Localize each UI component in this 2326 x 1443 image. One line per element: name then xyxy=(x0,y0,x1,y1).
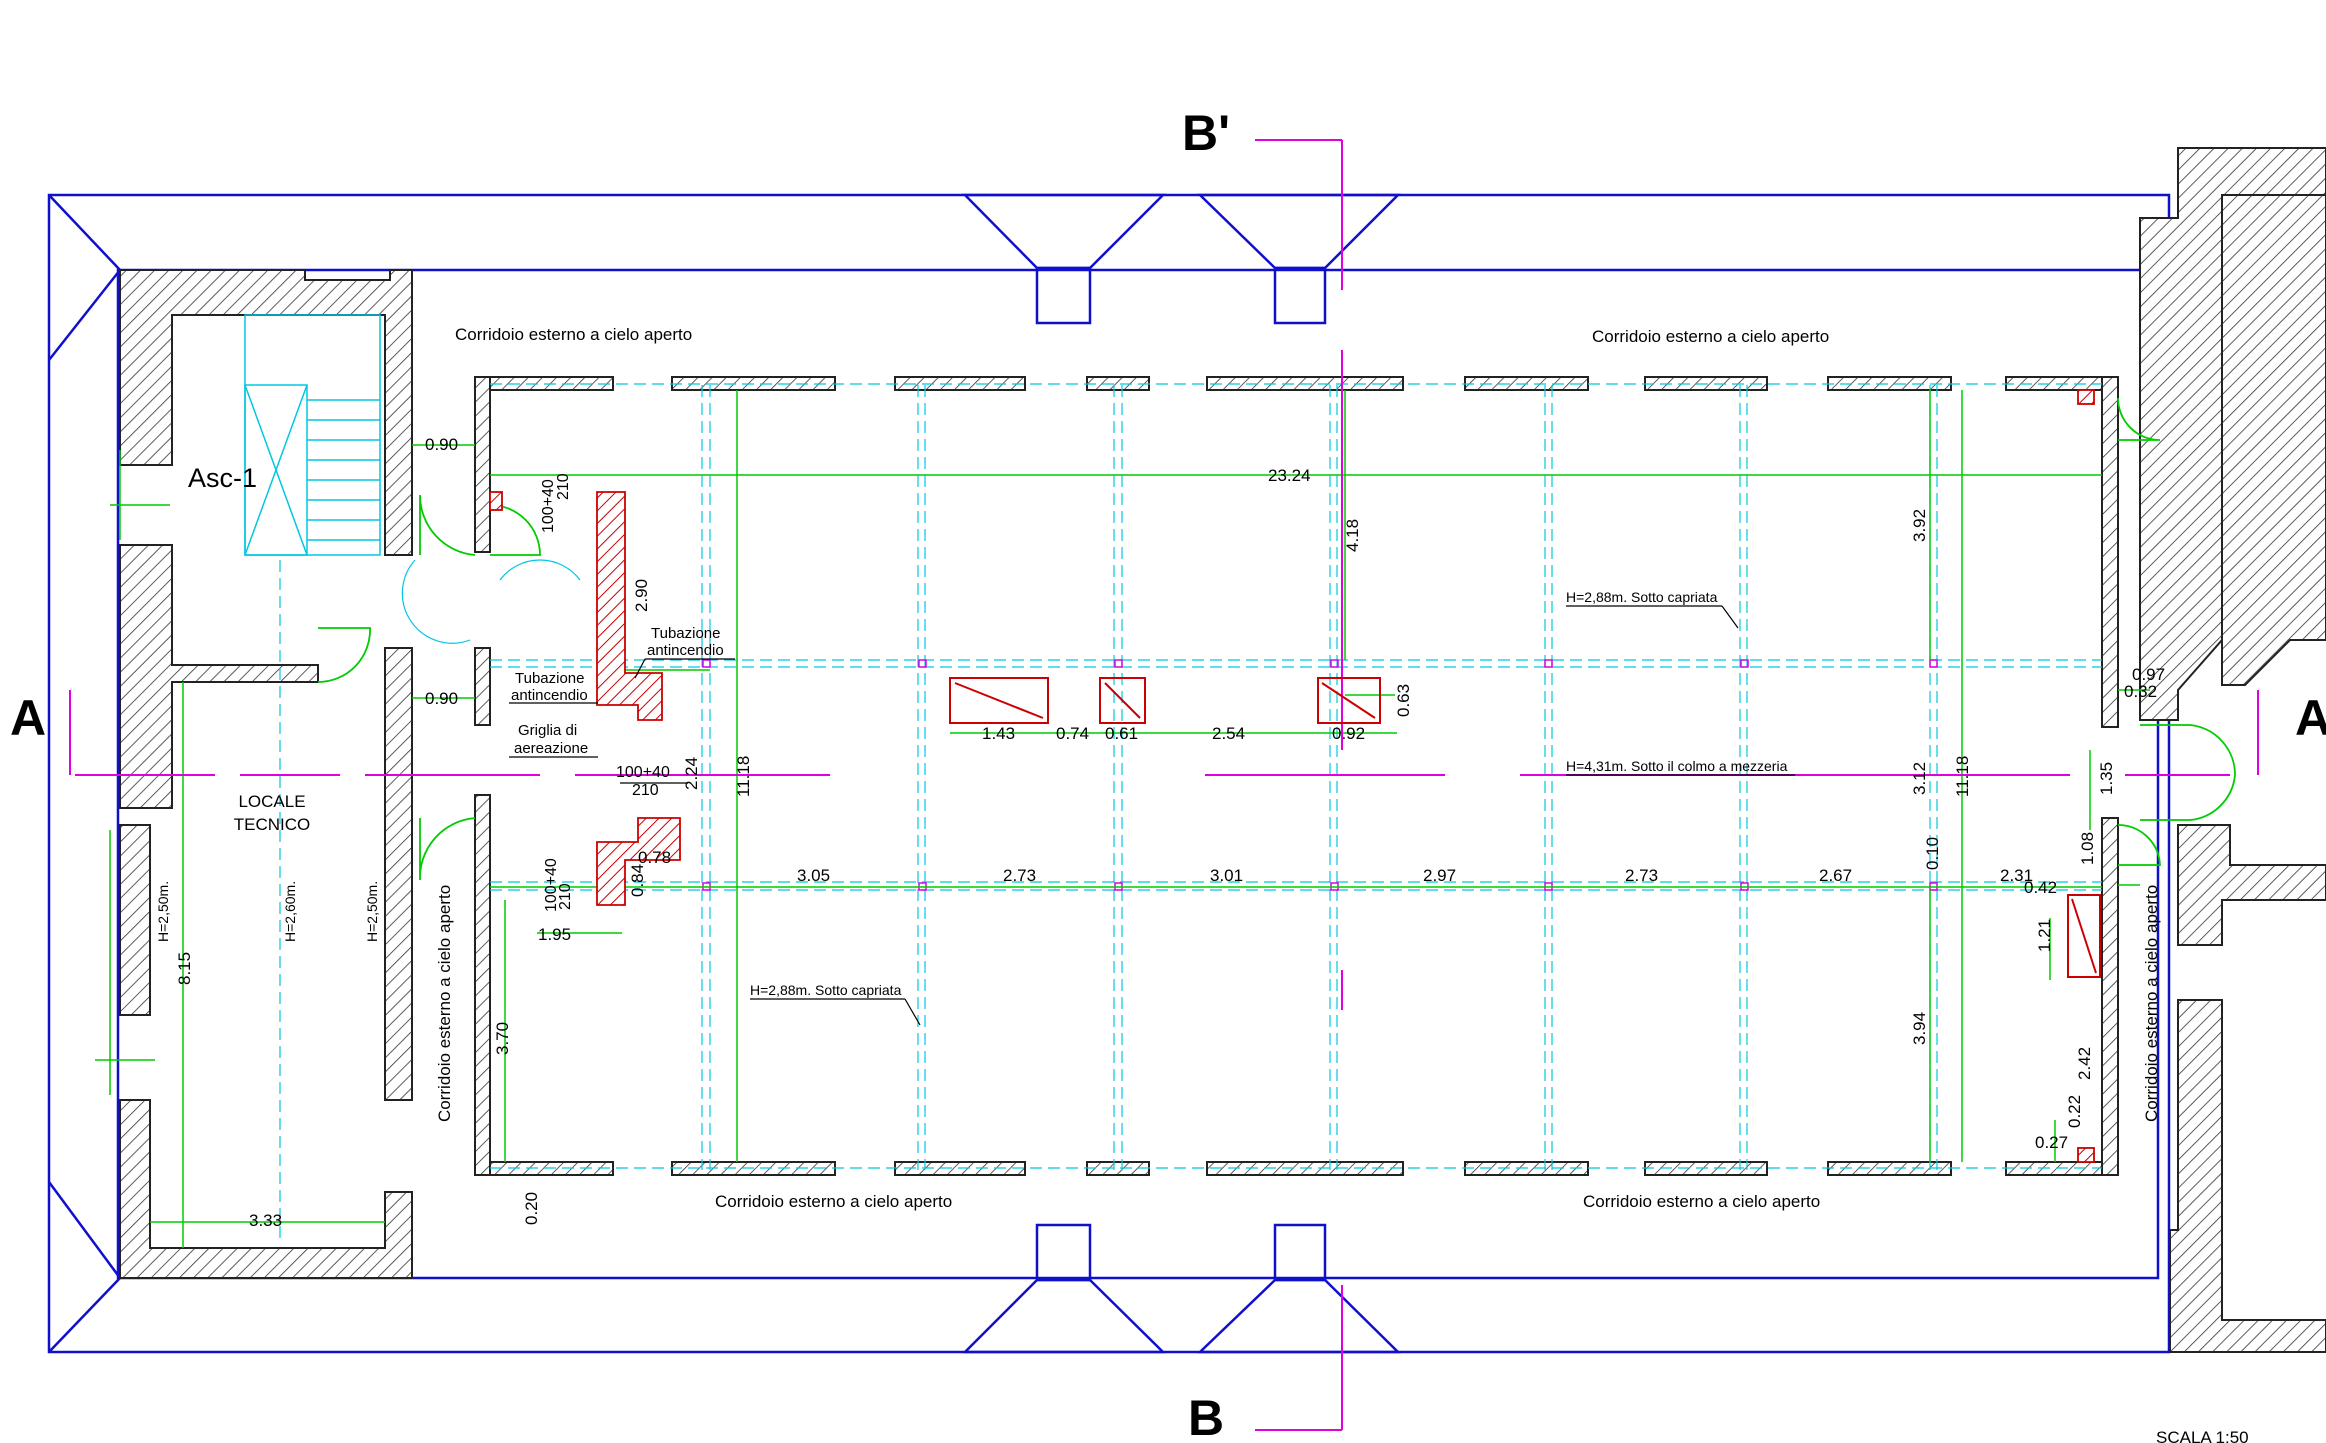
tech-room-label-2: TECNICO xyxy=(234,815,311,834)
dim-2-42: 2.42 xyxy=(2075,1047,2094,1080)
tech-room-label-1: LOCALE xyxy=(238,792,305,811)
left-block-walls xyxy=(119,269,413,1279)
corridor-label-left-vertical: Corridoio esterno a cielo aperto xyxy=(435,885,454,1122)
height-label-center: H=2,60m. xyxy=(282,881,298,942)
elevator-stair xyxy=(244,314,381,556)
dim-4-18: 4.18 xyxy=(1343,519,1362,552)
dim-0-20: 0.20 xyxy=(522,1192,541,1225)
scale-label: SCALA 1:50 xyxy=(2156,1428,2249,1443)
section-mark-a-left: A xyxy=(10,690,46,746)
dim-3-94: 3.94 xyxy=(1910,1012,1929,1045)
dim-1-35: 1.35 xyxy=(2097,762,2116,795)
right-external-walls xyxy=(2139,147,2326,1353)
height-label-right: H=2,50m. xyxy=(364,881,380,942)
dim-0-63: 0.63 xyxy=(1394,684,1413,717)
section-mark-a-right: A xyxy=(2295,690,2326,746)
door-height-label-center: 210 xyxy=(632,782,659,799)
dim-2-54: 2.54 xyxy=(1212,724,1245,743)
dim-3-01: 3.01 xyxy=(1210,866,1243,885)
door-height-label-bottom: 210 xyxy=(557,883,574,910)
dim-3-05: 3.05 xyxy=(797,866,830,885)
fire-pipe-label-1b: antincendio xyxy=(647,642,724,659)
door-swings xyxy=(401,559,581,644)
ridge-label: H=4,31m. Sotto il colmo a mezzeria xyxy=(1566,758,1788,774)
elevator-label: Asc-1 xyxy=(188,463,257,493)
dim-2-24: 2.24 xyxy=(682,757,701,790)
dim-2-73-b: 2.73 xyxy=(1625,866,1658,885)
fire-pipe-label-2b: antincendio xyxy=(511,687,588,704)
dim-23-24: 23.24 xyxy=(1268,466,1311,485)
dim-0-84: 0.84 xyxy=(628,864,647,897)
dim-3-92: 3.92 xyxy=(1910,509,1929,542)
grille-label-1: Griglia di xyxy=(518,722,577,739)
section-marks: A A B' B xyxy=(10,105,2326,1443)
leader-lines xyxy=(509,605,1795,1026)
corridor-label-bottom-left: Corridoio esterno a cielo aperto xyxy=(715,1192,952,1211)
dim-8-15: 8.15 xyxy=(175,952,194,985)
structural-grid xyxy=(279,383,2102,1240)
dim-0-27: 0.27 xyxy=(2035,1133,2068,1152)
height-label-left: H=2,50m. xyxy=(155,881,171,942)
dim-2-90: 2.90 xyxy=(632,579,651,612)
corridor-label-bottom-right: Corridoio esterno a cielo aperto xyxy=(1583,1192,1820,1211)
outer-corridor-outline xyxy=(47,193,2171,1354)
dim-11-18-right: 11.18 xyxy=(1953,756,1972,797)
dim-0-22: 0.22 xyxy=(2065,1095,2084,1128)
dim-0-10: 0.10 xyxy=(1923,837,1942,870)
door-width-label-center: 100+40 xyxy=(616,764,670,781)
truss-label-right: H=2,88m. Sotto capriata xyxy=(1566,589,1718,605)
dim-0-42: 0.42 xyxy=(2024,878,2057,897)
dim-1-08: 1.08 xyxy=(2078,832,2097,865)
section-mark-b-top: B' xyxy=(1182,105,1230,161)
dim-2-97: 2.97 xyxy=(1423,866,1456,885)
dim-0-90-mid: 0.90 xyxy=(425,689,458,708)
dim-1-43: 1.43 xyxy=(982,724,1015,743)
door-width-label-bottom: 100+40 xyxy=(543,858,560,912)
grille-label-2: aereazione xyxy=(514,740,588,757)
dim-0-74: 0.74 xyxy=(1056,724,1089,743)
corridor-label-top-right: Corridoio esterno a cielo aperto xyxy=(1592,327,1829,346)
section-mark-b-bottom: B xyxy=(1188,1390,1224,1443)
door-height-label-top: 210 xyxy=(555,473,572,500)
doors xyxy=(317,397,2236,881)
dim-2-67: 2.67 xyxy=(1819,866,1852,885)
dim-11-18-left: 11.18 xyxy=(734,756,753,797)
openings xyxy=(949,677,2101,978)
corridor-label-top-left: Corridoio esterno a cielo aperto xyxy=(455,325,692,344)
dim-0-61: 0.61 xyxy=(1105,724,1138,743)
dim-0-90-top: 0.90 xyxy=(425,435,458,454)
dim-3-70: 3.70 xyxy=(493,1022,512,1055)
dim-3-12: 3.12 xyxy=(1910,762,1929,795)
dim-0-92: 0.92 xyxy=(1332,724,1365,743)
dim-3-33: 3.33 xyxy=(249,1211,282,1230)
dim-2-73-a: 2.73 xyxy=(1003,866,1036,885)
dim-0-97: 0.97 xyxy=(2132,665,2165,684)
dim-0-78: 0.78 xyxy=(638,848,671,867)
fire-pipe-label-2a: Tubazione xyxy=(515,670,585,687)
corridor-label-right-vertical: Corridoio esterno a cielo aperto xyxy=(2142,885,2161,1122)
fire-shafts xyxy=(489,389,2095,1163)
dim-1-95: 1.95 xyxy=(538,925,571,944)
door-width-label-top: 100+40 xyxy=(540,479,557,533)
truss-label-left: H=2,88m. Sotto capriata xyxy=(750,982,902,998)
room-labels: Corridoio esterno a cielo aperto Corrido… xyxy=(155,325,2249,1443)
dimension-values: 0.90 0.90 23.24 4.18 3.92 2.90 0.97 0.32… xyxy=(175,435,2165,1230)
dim-1-21: 1.21 xyxy=(2035,919,2054,952)
fire-pipe-label-1a: Tubazione xyxy=(651,625,721,642)
dim-0-32: 0.32 xyxy=(2124,682,2157,701)
dim-2-31: 2.31 xyxy=(2000,866,2033,885)
